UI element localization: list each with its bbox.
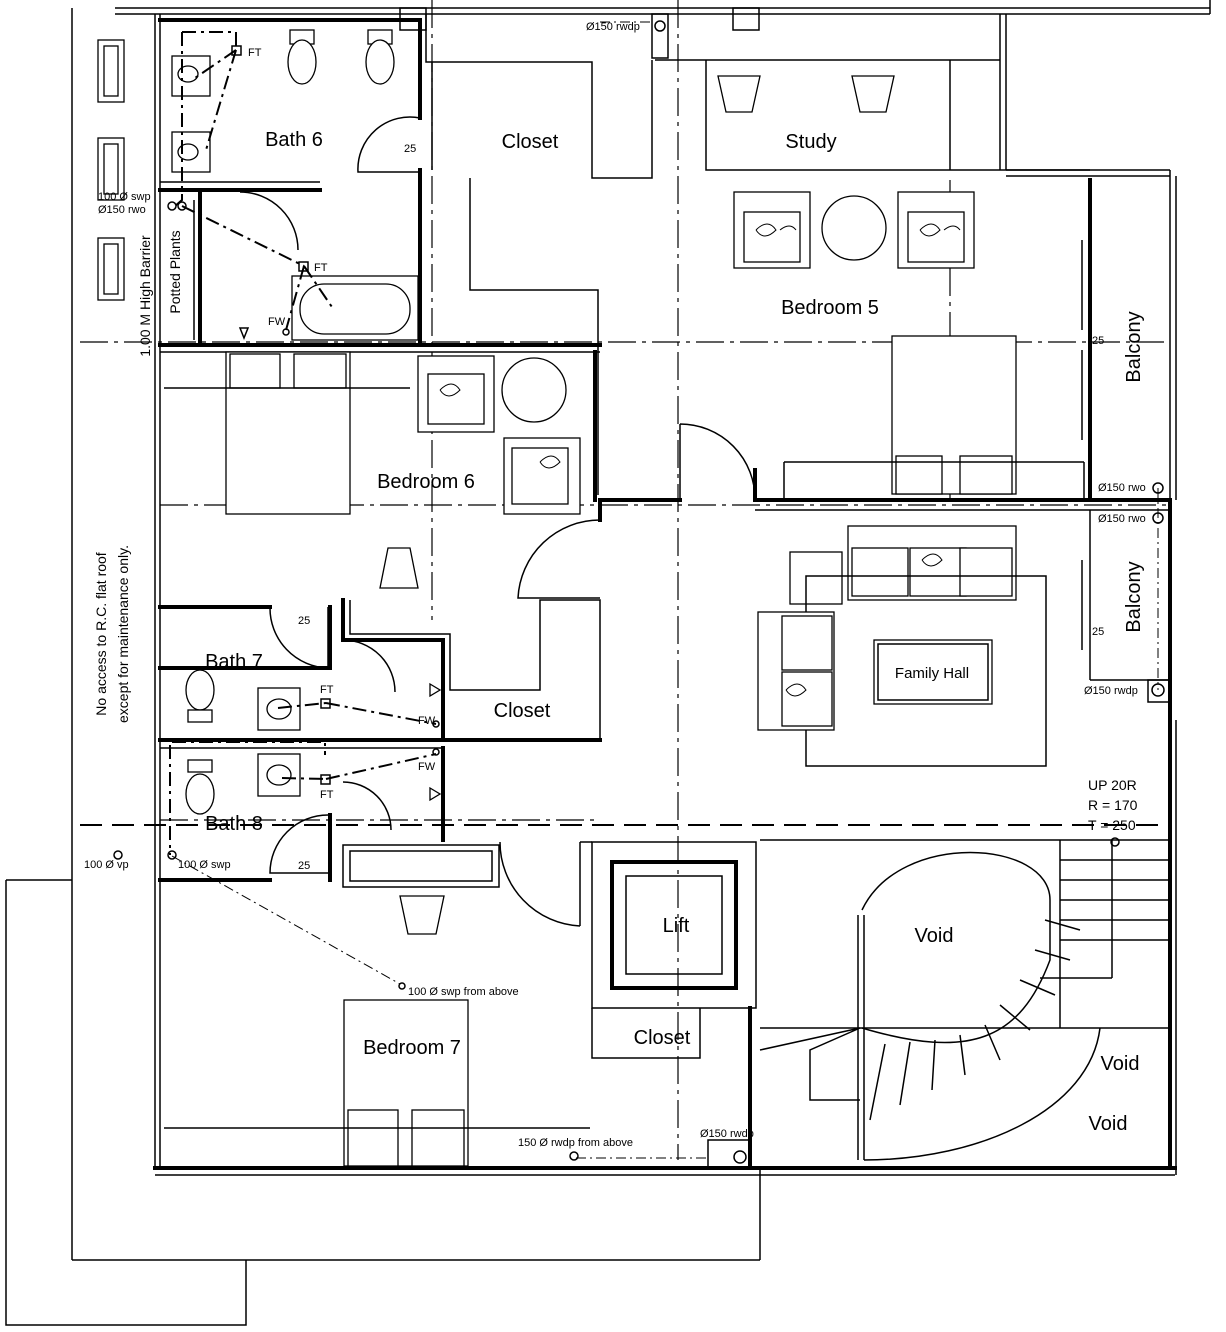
annotation-dim-25-e: 25 (298, 860, 310, 872)
room-label-bedroom-5: Bedroom 5 (781, 297, 879, 319)
room-label-void-1: Void (915, 925, 954, 947)
annotation-rwdp-from-above: 150 Ø rwdp from above (518, 1137, 633, 1149)
stair-note-3: T = 250 (1088, 817, 1136, 833)
furniture (97, 29, 1170, 1167)
annotation-fw-2: FW (418, 715, 436, 727)
room-label-balcony-mid: Balcony (1123, 561, 1145, 632)
note-roof-line-2: except for maintenance only. (115, 545, 131, 723)
room-label-closet-bottom: Closet (634, 1027, 691, 1049)
room-label-closet-top: Closet (502, 131, 559, 153)
annotation-ft-3: FT (320, 684, 334, 696)
stair-note-1: UP 20R (1088, 777, 1137, 793)
annotation-dim-25-d: 25 (1092, 626, 1104, 638)
room-label-closet-mid: Closet (494, 700, 551, 722)
annotation-dim-25-c: 25 (298, 615, 310, 627)
note-barrier: 1.00 M High Barrier (137, 235, 153, 357)
annotation-swp-from-above: 100 Ø swp from above (408, 986, 519, 998)
room-label-study: Study (785, 131, 836, 153)
outer-building (5, 0, 1211, 1326)
cushion-marks (439, 223, 961, 697)
annotation-swp-bath8: 100 Ø swp (178, 859, 231, 871)
stair-note-2: R = 170 (1088, 797, 1138, 813)
room-label-family-hall: Family Hall (895, 665, 969, 682)
note-roof-line-1: No access to R.C. flat roof (93, 552, 109, 716)
annotation-fw-1: FW (268, 316, 286, 328)
walls (158, 14, 1172, 1170)
room-label-bedroom-6: Bedroom 6 (377, 471, 475, 493)
room-label-bedroom-7: Bedroom 7 (363, 1037, 461, 1059)
annotation-rwo-150: Ø150 rwo (98, 204, 146, 216)
room-label-void-2: Void (1101, 1053, 1140, 1075)
room-label-bath-6: Bath 6 (265, 129, 323, 151)
room-label-balcony-top: Balcony (1123, 311, 1145, 382)
annotation-dim-25-a: 25 (404, 143, 416, 155)
room-label-void-3: Void (1089, 1113, 1128, 1135)
annotation-dim-25-b: 25 (1092, 335, 1104, 347)
room-label-lift: Lift (663, 915, 690, 937)
drain-points (113, 20, 1164, 1161)
annotation-swp-100: 100 Ø swp (98, 191, 151, 203)
annotation-rwo-right-2: Ø150 rwo (1098, 513, 1146, 525)
annotation-rwdp-top: Ø150 rwdp (586, 21, 640, 33)
annotation-ft-1: FT (248, 47, 262, 59)
plumbing (80, 21, 1170, 1159)
annotation-rwdp-bottom: Ø150 rwdp (700, 1128, 754, 1140)
annotation-rwo-right-1: Ø150 rwo (1098, 482, 1146, 494)
annotation-ft-2: FT (314, 262, 328, 274)
annotation-fw-3: FW (418, 761, 436, 773)
room-label-bath-7: Bath 7 (205, 651, 263, 673)
note-potted-plants: Potted Plants (167, 230, 183, 313)
annotation-rwdp-right: Ø150 rwdp (1084, 685, 1138, 697)
annotation-ft-4: FT (320, 789, 334, 801)
room-label-bath-8: Bath 8 (205, 813, 263, 835)
doors (239, 116, 756, 927)
annotation-vp-100: 100 Ø vp (84, 859, 129, 871)
